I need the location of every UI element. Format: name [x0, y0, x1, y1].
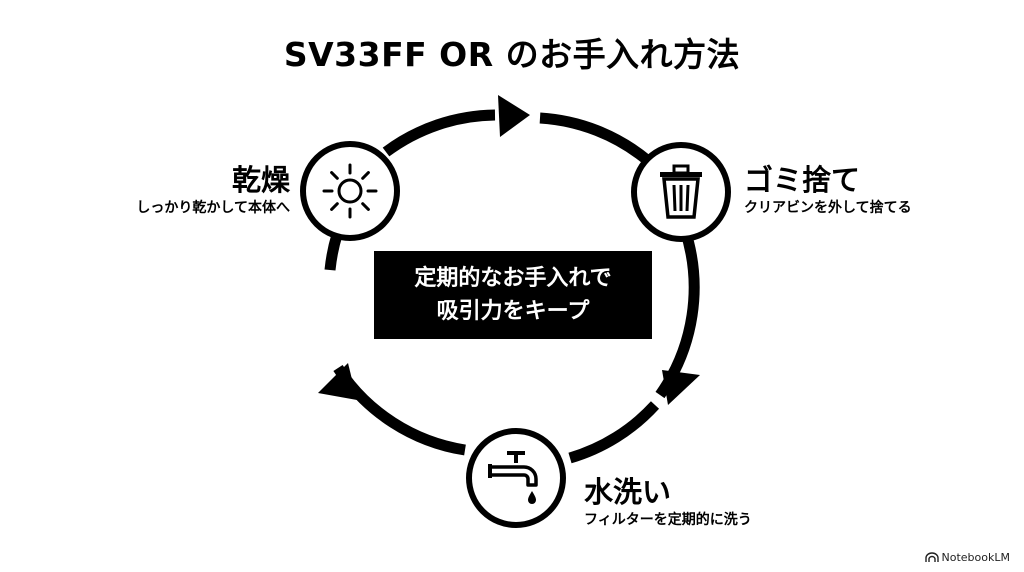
wash-step-label: 水洗い フィルターを定期的に洗う — [584, 474, 752, 530]
trash-step-label: ゴミ捨て クリアビンを外して捨てる — [744, 162, 912, 218]
trash-step-title: ゴミ捨て — [744, 163, 861, 197]
footer-brand-text: NotebookLM — [941, 551, 1010, 564]
notebooklm-logo-icon — [924, 552, 939, 562]
trash-step-subtitle: クリアビンを外して捨てる — [744, 200, 912, 216]
dry-step-title: 乾燥 — [231, 163, 290, 197]
arrowhead-left — [318, 363, 357, 400]
page-title: SV33FF OR のお手入れ方法 — [283, 35, 741, 74]
wash-step-subtitle: フィルターを定期的に洗う — [584, 512, 752, 528]
cycle-arc-left-top — [382, 109, 496, 157]
dry-step-label: 乾燥 しっかり乾かして本体へ — [136, 162, 290, 218]
cycle-arc-right — [655, 228, 700, 399]
wash-step-title: 水洗い — [584, 475, 672, 509]
cycle-arc-bottom — [333, 364, 466, 456]
water-faucet-icon — [488, 451, 538, 504]
dry-step-circle — [300, 141, 400, 241]
center-message-line2: 吸引力をキープ — [436, 299, 590, 324]
cycle-arc-bottom-right — [568, 401, 660, 464]
trash-can-icon — [660, 164, 702, 219]
arrowhead-top — [498, 95, 530, 137]
wash-step-circle — [466, 428, 566, 528]
center-message-box: 定期的なお手入れで 吸引力をキープ — [374, 251, 652, 339]
sun-icon — [322, 163, 378, 219]
footer-brand: NotebookLM — [924, 551, 1010, 564]
center-message-line1: 定期的なお手入れで — [414, 266, 612, 291]
arrowhead-right — [662, 370, 700, 405]
cycle-arc-top — [539, 112, 651, 165]
trash-step-circle — [631, 142, 731, 242]
dry-step-subtitle: しっかり乾かして本体へ — [136, 200, 290, 216]
